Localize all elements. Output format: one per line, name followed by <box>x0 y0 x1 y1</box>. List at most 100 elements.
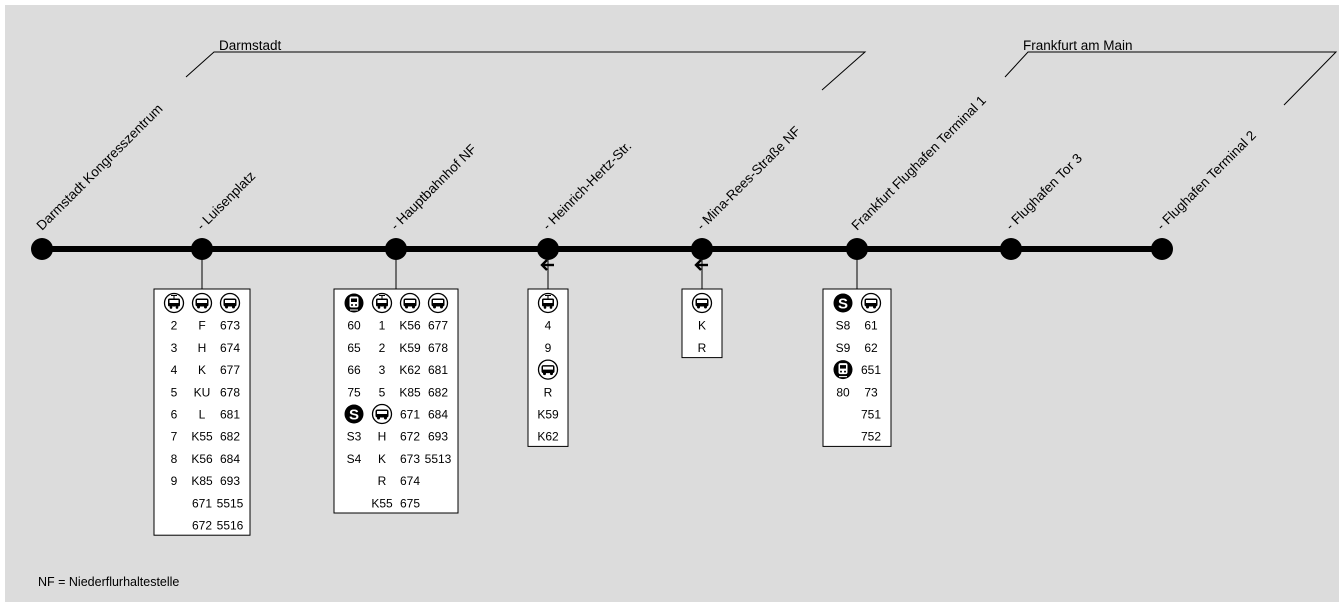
direction-arrow-icon <box>540 259 554 271</box>
stop-label-frankfurt-flughafen-terminal-1: Frankfurt Flughafen Terminal 1 <box>849 93 989 233</box>
line-number: 675 <box>400 496 420 510</box>
line-number: 75 <box>347 385 361 399</box>
train-icon <box>833 360 853 380</box>
route-diagram-svg: Darmstadt Frankfurt am Main Darmstadt Kon… <box>31 38 1338 536</box>
sbahn-icon: S <box>833 293 853 313</box>
line-number: 4 <box>545 319 552 333</box>
line-number: S9 <box>836 341 851 355</box>
line-number: 651 <box>861 363 881 377</box>
direction-arrow-icon <box>694 259 708 271</box>
city-brackets: Darmstadt Frankfurt am Main <box>185 38 1338 106</box>
sbahn-icon: S <box>344 404 364 424</box>
line-number: 61 <box>864 319 878 333</box>
line-number: 5513 <box>425 452 452 466</box>
stop-label-hauptbahnhof-nf: - Hauptbahnhof NF <box>388 141 480 233</box>
line-number: 681 <box>428 363 448 377</box>
line-number: 2 <box>171 319 178 333</box>
line-number: K55 <box>191 430 213 444</box>
tram-icon <box>371 292 393 314</box>
bus-icon <box>371 403 393 425</box>
line-number: 674 <box>220 341 240 355</box>
line-number: 751 <box>861 408 881 422</box>
line-number: 674 <box>400 474 420 488</box>
svg-text:S: S <box>838 296 848 313</box>
line-number: S8 <box>836 319 851 333</box>
line-number: 672 <box>400 430 420 444</box>
footnote: NF = Niederflurhaltestelle <box>38 575 180 589</box>
transfer-box-luisenplatz: 23456789FHKKULK55K56K8567167267367467767… <box>153 249 251 536</box>
line-number: 677 <box>220 363 240 377</box>
line-number: 673 <box>400 452 420 466</box>
line-number: 682 <box>220 430 240 444</box>
line-number: 671 <box>192 496 212 510</box>
line-number: K85 <box>191 474 213 488</box>
transfer-box-mina-rees-strasse-nf: KR <box>681 249 723 359</box>
line-number: K62 <box>399 363 421 377</box>
bus-icon <box>191 292 213 314</box>
line-number: 73 <box>864 385 878 399</box>
stop-dot-flughafen-tor-3 <box>1000 238 1022 260</box>
bus-icon <box>691 292 713 314</box>
transfer-box-hauptbahnhof-nf: 60656675SS3S41235HKRK55K56K59K62K8567167… <box>333 249 459 514</box>
line-number: 8 <box>171 452 178 466</box>
city-label-darmstadt: Darmstadt <box>219 38 282 53</box>
line-number: 9 <box>171 474 178 488</box>
train-icon <box>344 293 364 313</box>
city-bracket-darmstadt <box>185 51 867 91</box>
transfer-boxes: 23456789FHKKULK55K56K8567167267367467767… <box>153 249 892 536</box>
city-label-frankfurt-am-main: Frankfurt am Main <box>1023 38 1133 53</box>
line-number: 673 <box>220 319 240 333</box>
stop-label-darmstadt-kongresszentrum: Darmstadt Kongresszentrum <box>34 101 166 233</box>
line-number: 684 <box>428 408 448 422</box>
line-number: K <box>698 319 706 333</box>
line-number: L <box>199 408 206 422</box>
tram-icon <box>537 292 559 314</box>
line-number: 65 <box>347 341 361 355</box>
line-number: 66 <box>347 363 361 377</box>
line-number: 681 <box>220 408 240 422</box>
line-number: H <box>378 430 387 444</box>
line-number: K55 <box>371 496 393 510</box>
line-number: 671 <box>400 408 420 422</box>
stop-dot-darmstadt-kongresszentrum <box>31 238 53 260</box>
line-number: 9 <box>545 341 552 355</box>
line-number: F <box>198 319 205 333</box>
line-number: H <box>198 341 207 355</box>
bus-icon <box>427 292 449 314</box>
line-diagram: Darmstadt Frankfurt am Main Darmstadt Kon… <box>5 5 1339 602</box>
line-number: 5 <box>379 385 386 399</box>
line-number: 682 <box>428 385 448 399</box>
line-number: 7 <box>171 430 178 444</box>
box-frame <box>153 288 251 536</box>
stop-label-heinrich-hertz-str: - Heinrich-Hertz-Str. <box>540 138 635 233</box>
stop-label-mina-rees-strasse-nf: - Mina-Rees-Straße NF <box>694 123 804 233</box>
line-number: S4 <box>347 452 362 466</box>
line-number: 6 <box>171 408 178 422</box>
line-number: 672 <box>192 519 212 533</box>
bus-icon <box>399 292 421 314</box>
line-number: 5 <box>171 385 178 399</box>
line-number: 62 <box>864 341 878 355</box>
line-number: K85 <box>399 385 421 399</box>
bus-icon <box>219 292 241 314</box>
line-number: K56 <box>399 319 421 333</box>
line-number: K <box>198 363 206 377</box>
line-number: K <box>378 452 386 466</box>
stop-label-luisenplatz: - Luisenplatz <box>194 168 259 233</box>
line-number: K59 <box>399 341 421 355</box>
line-number: 60 <box>347 319 361 333</box>
stop-dot-flughafen-terminal-2 <box>1151 238 1173 260</box>
box-frame <box>822 288 892 447</box>
stop-label-flughafen-terminal-2: - Flughafen Terminal 2 <box>1154 128 1259 233</box>
box-frame <box>333 288 459 514</box>
line-number: K56 <box>191 452 213 466</box>
line-number: 693 <box>220 474 240 488</box>
bus-icon <box>537 359 559 380</box>
stop-label-flughafen-tor-3: - Flughafen Tor 3 <box>1003 151 1086 234</box>
line-number: 5515 <box>217 496 244 510</box>
line-number: 3 <box>171 341 178 355</box>
line-number: 5516 <box>217 519 244 533</box>
line-number: R <box>544 385 553 399</box>
stop-labels: Darmstadt Kongresszentrum - Luisenplatz - … <box>34 93 1259 233</box>
